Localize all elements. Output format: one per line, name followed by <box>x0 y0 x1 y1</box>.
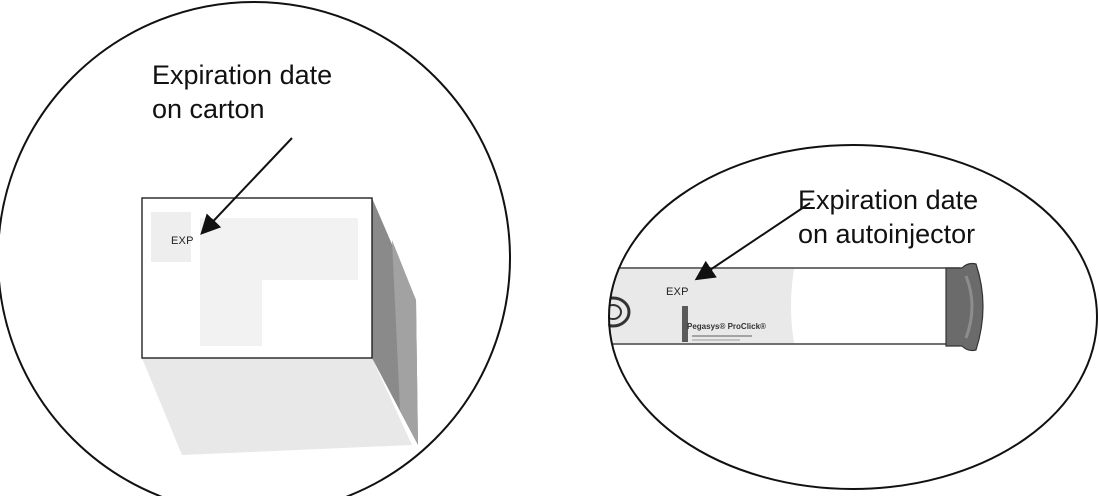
autoinjector-magnifier-outline <box>608 144 1098 490</box>
autoinjector-brand-label: Pegasys® ProClick® <box>687 322 766 331</box>
carton-magnifier-outline <box>0 1 511 501</box>
autoinjector-magnifier <box>608 144 1098 490</box>
autoinjector-stripe <box>682 306 688 342</box>
autoinjector-cap <box>945 262 984 352</box>
autoinjector-callout: Expiration date on autoinjector <box>798 183 978 251</box>
autoinjector-exp-label: EXP <box>666 286 689 298</box>
autoinjector-label-band <box>608 269 794 343</box>
carton-bottom-face <box>142 358 412 455</box>
carton-arrow <box>200 137 293 235</box>
carton-side-shade <box>392 240 418 445</box>
autoinjector-cap-highlight <box>964 275 974 339</box>
autoinjector-arrow <box>694 202 811 281</box>
autoinjector-end-ring-inner <box>608 304 622 320</box>
autoinjector-window <box>791 269 944 343</box>
autoinjector-end-ring <box>608 296 631 328</box>
carton-callout-line1: Expiration date <box>152 60 333 90</box>
carton-callout-line2: on carton <box>152 94 265 124</box>
carton-label-panel <box>151 212 191 262</box>
autoinjector-callout-line1: Expiration date <box>798 185 979 215</box>
autoinjector-callout-line2: on autoinjector <box>798 219 976 249</box>
carton-exp-label: EXP <box>171 235 194 247</box>
carton-graphic-panel <box>200 218 358 346</box>
carton-callout: Expiration date on carton <box>152 58 332 126</box>
carton-magnifier <box>0 1 511 501</box>
